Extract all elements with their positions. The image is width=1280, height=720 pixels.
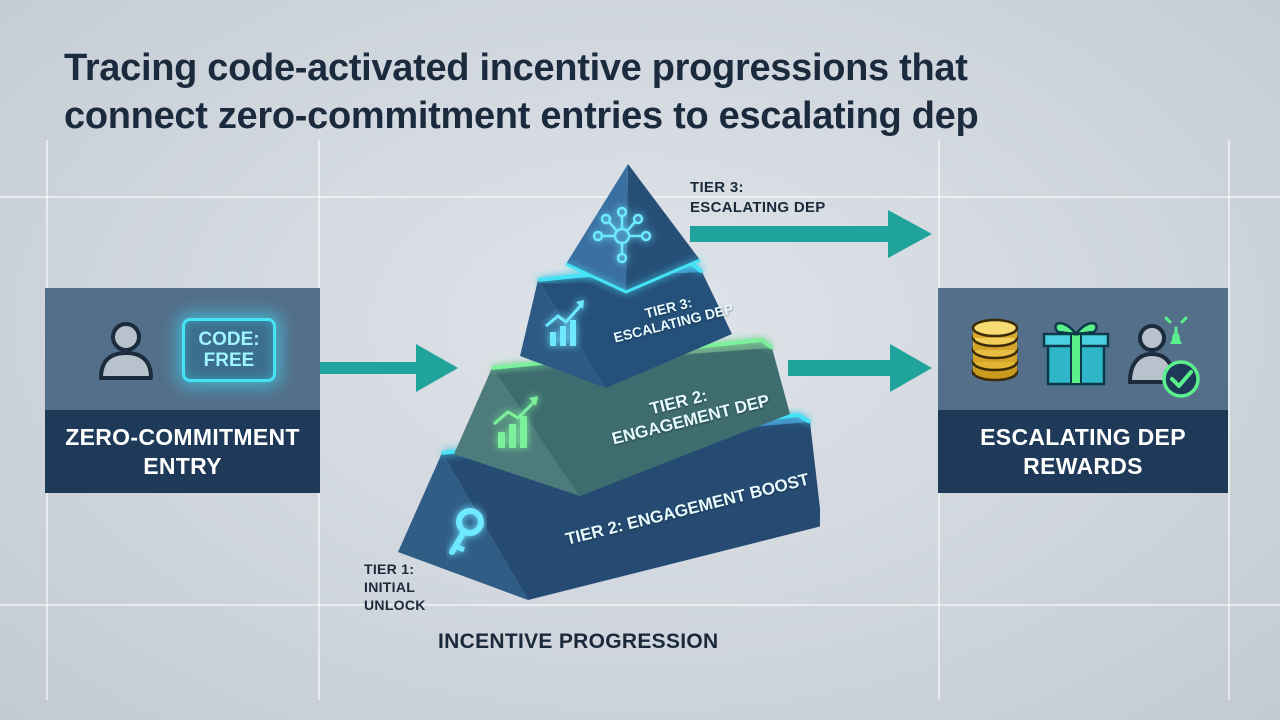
tier-3-front-face <box>538 272 732 388</box>
tier-2-left-face <box>454 368 580 496</box>
user-icon <box>99 322 153 380</box>
page-title-line-1: Tracing code-activated incentive progres… <box>64 47 968 89</box>
rewards-label-line-1: ESCALATING DEP <box>980 423 1186 450</box>
page-title: Tracing code-activated incentive progres… <box>64 44 1214 140</box>
tier-1-side-label-line-2: INITIAL <box>364 579 416 595</box>
code-label: CODE: <box>198 329 260 350</box>
entry-label-line-1: ZERO-COMMITMENT <box>65 423 300 450</box>
incentive-pyramid <box>398 164 820 600</box>
rewards-label-line-2: REWARDS <box>1023 452 1143 479</box>
tier-1-side-label-line-3: UNLOCK <box>364 597 426 613</box>
growth-chart-icon <box>545 300 584 346</box>
rewards-icon-area <box>938 288 1228 410</box>
tier-1-side-label-line-1: TIER 1: <box>364 561 415 577</box>
gift-icon <box>1042 322 1110 386</box>
entry-icon-area: CODE: FREE <box>45 288 320 410</box>
promo-code-chip: CODE: FREE <box>182 318 276 382</box>
top-tier-callout-line-1: TIER 3: <box>690 179 744 196</box>
apex-glow-edge <box>565 258 701 294</box>
top-tier-arrow <box>690 210 932 258</box>
top-tier-callout-line-2: ESCALATING DEP <box>690 199 826 216</box>
check-icon <box>1162 360 1200 398</box>
rewards-label: ESCALATING DEP REWARDS <box>938 410 1228 493</box>
tier-2-front-face <box>492 348 790 496</box>
growth-chart-icon <box>493 396 538 448</box>
code-value: FREE <box>203 350 255 371</box>
escalating-rewards-panel: ESCALATING DEP REWARDS <box>938 288 1228 493</box>
page-title-line-2: connect zero-commitment entries to escal… <box>64 95 979 137</box>
coins-icon <box>971 318 1019 382</box>
zero-commitment-entry-panel: CODE: FREE ZERO-COMMITMENT ENTRY <box>45 288 320 493</box>
entry-label: ZERO-COMMITMENT ENTRY <box>45 410 320 493</box>
apex-right-face <box>626 164 700 292</box>
tier-1-side-label: TIER 1: INITIAL UNLOCK <box>364 560 426 614</box>
gridline <box>1228 140 1230 700</box>
pyramid-to-rewards-arrow <box>788 344 932 392</box>
pyramid-caption: INCENTIVE PROGRESSION <box>438 630 719 653</box>
entry-label-line-2: ENTRY <box>143 452 222 479</box>
top-tier-callout: TIER 3: ESCALATING DEP <box>690 178 826 218</box>
gridline <box>0 604 1280 606</box>
entry-to-pyramid-arrow <box>320 344 458 392</box>
apex-left-face <box>566 164 628 292</box>
network-icon <box>592 206 652 264</box>
key-icon <box>449 508 484 555</box>
